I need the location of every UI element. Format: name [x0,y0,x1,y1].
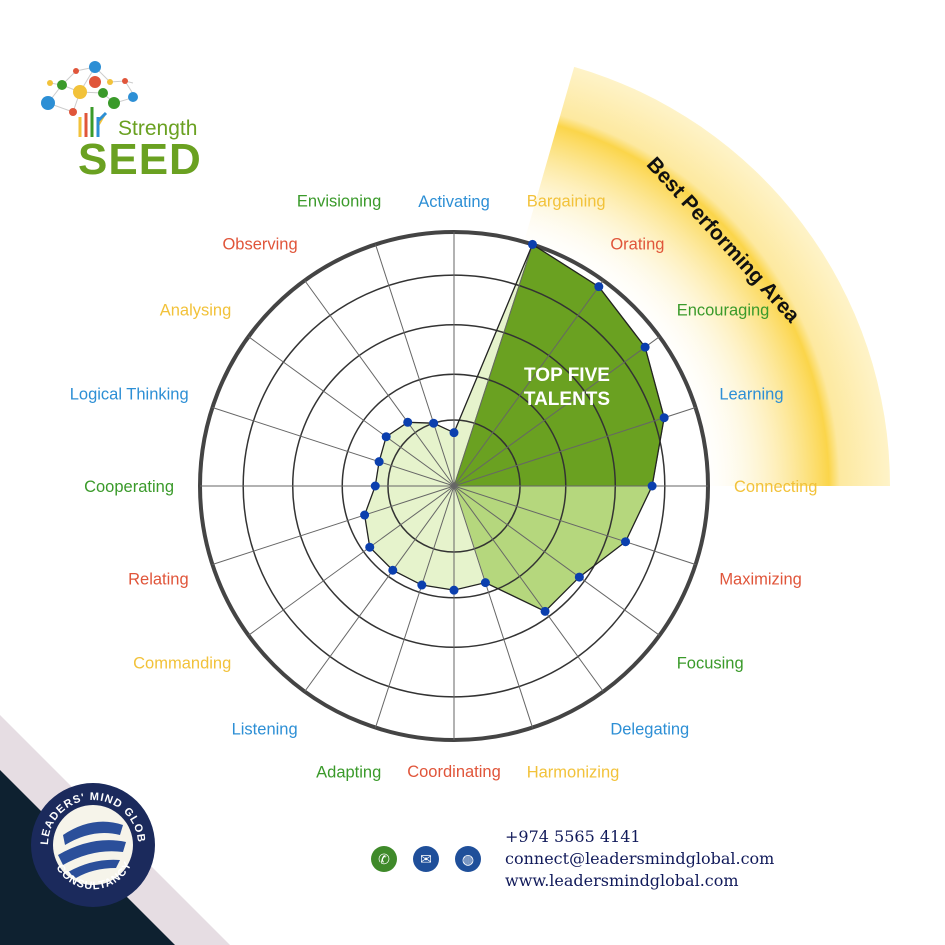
contact-icons: ✆ ✉ ◍ [371,846,481,872]
data-point [480,578,490,588]
category-label: Listening [232,721,298,739]
data-point [370,481,380,491]
category-label: Learning [719,385,783,403]
email-icon[interactable]: ✉ [413,846,439,872]
globe-icon[interactable]: ◍ [455,846,481,872]
phone-number[interactable]: +974 5565 4141 [505,827,641,846]
grid-spoke [453,244,533,487]
category-label: Orating [610,235,664,253]
category-label: Analysing [160,302,232,320]
data-point [449,428,459,438]
grid-spoke [304,485,455,692]
data-point [381,432,391,442]
whatsapp-icon[interactable]: ✆ [371,846,397,872]
category-label: Cooperating [84,478,174,496]
category-label: Logical Thinking [70,385,189,403]
category-label: Observing [222,235,297,253]
data-point [647,481,657,491]
email-address[interactable]: connect@leadersmindglobal.com [505,849,775,868]
data-point [574,572,584,582]
category-label: Coordinating [407,763,501,781]
data-point [403,417,413,427]
tree-network-icon [41,61,138,137]
contact-block: +974 5565 4141 connect@leadersmindglobal… [505,826,774,892]
data-point [527,239,537,249]
grid-spoke [375,244,455,487]
data-point [360,510,370,520]
leaders-mind-global-badge: LEADERS' MIND GLOBAL CONSULTANCY [28,780,155,907]
grid-spoke [453,485,696,565]
website-link[interactable]: www.leadersmindglobal.com [505,871,739,890]
brand-line2: SEED [78,135,202,184]
grid-spoke [453,485,604,692]
category-label: Activating [418,193,490,211]
data-point [540,606,550,616]
grid-spoke [375,485,455,728]
center-label: TOP FIVE [524,365,610,386]
grid-spoke [453,336,660,487]
center-label: TALENTS [524,389,610,410]
category-label: Relating [128,571,189,589]
category-label: Envisioning [297,193,381,211]
grid-spoke [453,485,533,728]
grid-spoke [248,485,455,636]
category-label: Bargaining [527,193,606,211]
grid-spoke [212,485,455,565]
grid-spoke [304,280,455,487]
grid-spoke [453,407,696,487]
category-label: Connecting [734,478,817,496]
data-point [449,585,459,595]
data-point [365,542,375,552]
data-point [374,457,384,467]
grid-spoke [453,485,660,636]
category-label: Focusing [677,654,744,672]
data-point [621,537,631,547]
data-point [594,282,604,292]
data-point [659,413,669,423]
data-point [388,565,398,575]
category-label: Adapting [316,763,381,781]
grid-spoke [453,280,604,487]
strength-seed-logo: Strength SEED [40,55,230,185]
category-label: Harmonizing [527,763,620,781]
data-point [429,418,439,428]
category-label: Encouraging [677,302,770,320]
category-label: Delegating [610,721,689,739]
category-label: Maximizing [719,571,802,589]
category-label: Commanding [133,654,231,672]
grid-spoke [248,336,455,487]
grid-spoke [212,407,455,487]
data-point [417,580,427,590]
brand-line1: Strength [118,117,198,140]
data-point [640,342,650,352]
